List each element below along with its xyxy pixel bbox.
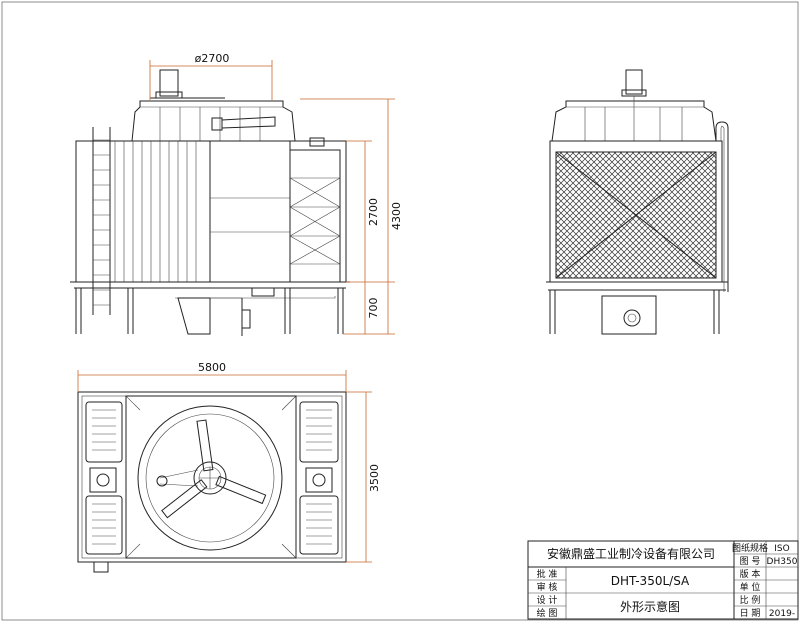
sheet-size-value: ISO bbox=[774, 544, 789, 554]
fan-ring bbox=[137, 405, 283, 551]
tower-casing bbox=[75, 140, 347, 283]
dimension-plan: 5800 3500 bbox=[77, 361, 381, 563]
review-label: 审 核 bbox=[537, 581, 558, 593]
drawing-no-label: 图 号 bbox=[740, 556, 761, 567]
plan-outline bbox=[77, 391, 347, 563]
side-fan-motor bbox=[625, 69, 643, 95]
fan-diameter-label: ø2700 bbox=[195, 52, 230, 65]
drawing-name: 外形示意图 bbox=[620, 599, 680, 614]
drawing-no-value: DH350 bbox=[767, 557, 798, 567]
draw-label: 绘 图 bbox=[537, 607, 558, 619]
right-grille-panels bbox=[299, 401, 339, 555]
model-number: DHT-350L/SA bbox=[611, 574, 690, 588]
plan-view bbox=[77, 391, 347, 573]
side-elevation bbox=[546, 69, 729, 335]
body-height-label: 2700 bbox=[367, 198, 380, 226]
date-label: 日 期 bbox=[740, 608, 761, 619]
dimension-heights: 4300 2700 700 bbox=[300, 98, 403, 335]
date-value: 2019- bbox=[769, 609, 795, 619]
fan-hub bbox=[193, 461, 227, 495]
total-height-label: 4300 bbox=[390, 202, 403, 230]
company-name: 安徽鼎盛工业制冷设备有限公司 bbox=[547, 546, 715, 561]
sheet-size-label: 图纸规格 bbox=[732, 542, 768, 554]
width-label: 3500 bbox=[368, 464, 381, 492]
base-height-label: 700 bbox=[367, 298, 380, 319]
design-label: 设 计 bbox=[537, 594, 558, 606]
front-elevation bbox=[70, 69, 350, 336]
outlet-flange bbox=[623, 309, 641, 327]
title-block: 安徽鼎盛工业制冷设备有限公司 批 准 审 核 设 计 绘 图 DHT-350L/… bbox=[527, 540, 799, 620]
dimension-fan-diameter: ø2700 bbox=[149, 52, 273, 100]
left-grille-panels bbox=[85, 401, 123, 555]
scale-label: 比 例 bbox=[740, 594, 761, 606]
fan-blades bbox=[161, 419, 267, 519]
version-label: 版 本 bbox=[740, 568, 761, 580]
air-inlet-section bbox=[289, 149, 341, 283]
ladder bbox=[92, 127, 111, 315]
unit-label: 单 位 bbox=[740, 581, 761, 593]
approve-label: 批 准 bbox=[537, 568, 558, 580]
length-label: 5800 bbox=[198, 361, 226, 374]
fan-motor bbox=[159, 69, 179, 97]
